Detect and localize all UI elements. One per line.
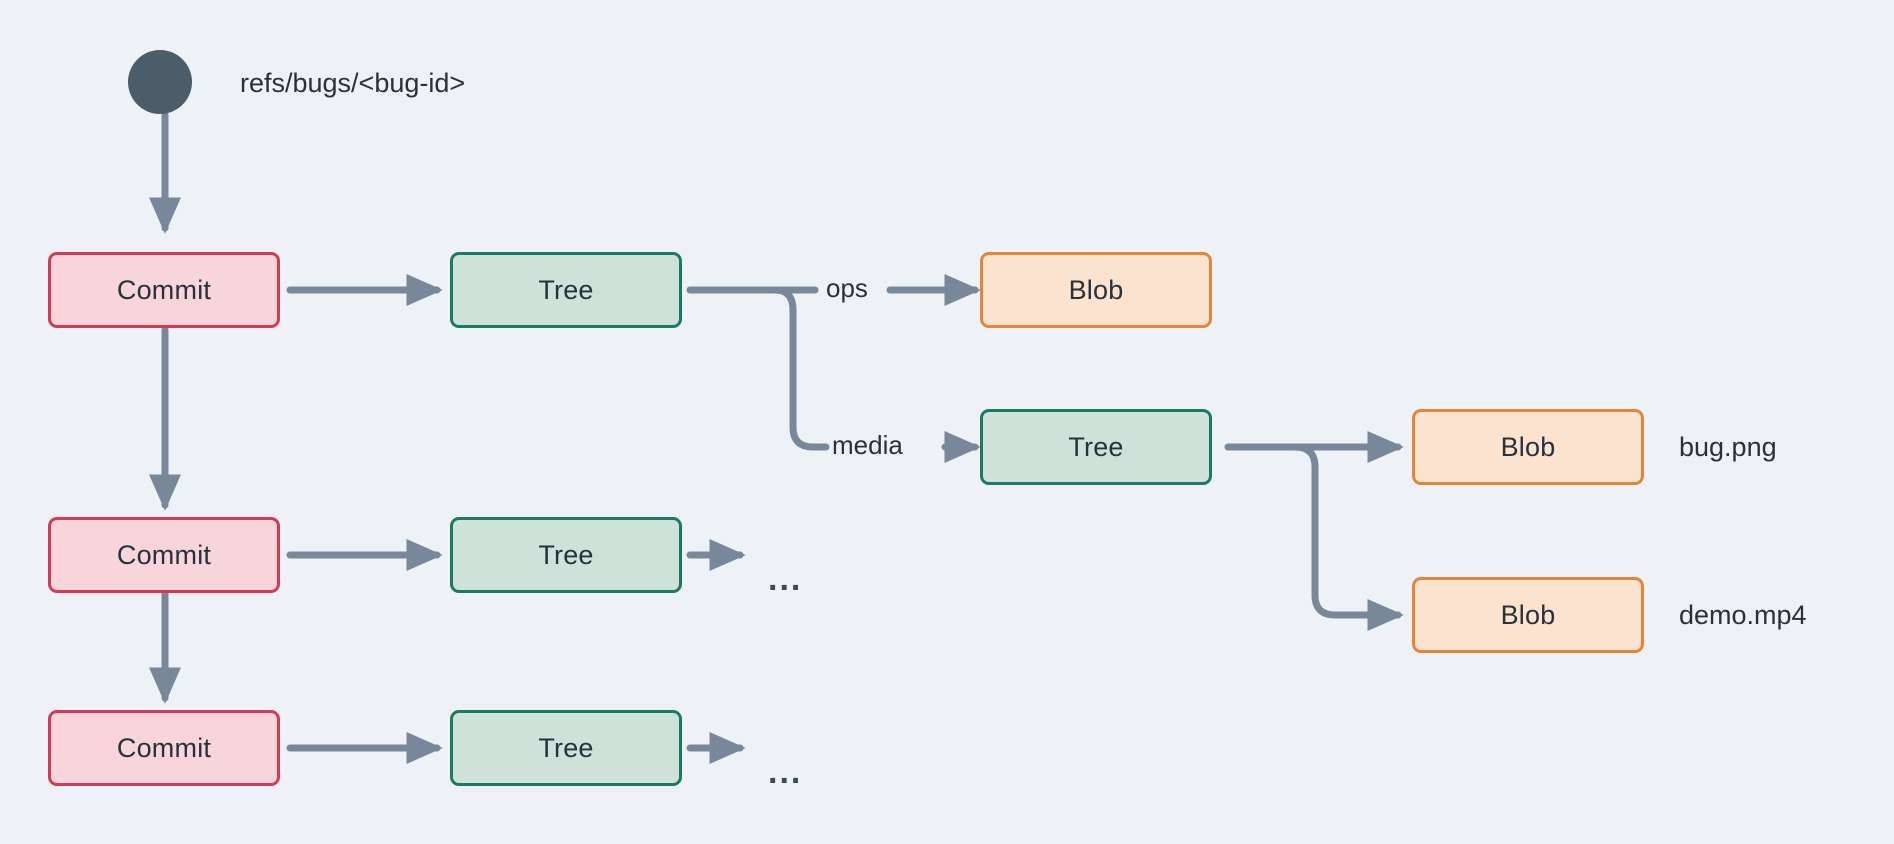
node-commit-3[interactable]: Commit (48, 710, 280, 786)
ellipsis-tree-3: ... (768, 753, 803, 791)
node-commit-1[interactable]: Commit (48, 252, 280, 328)
node-tree-media[interactable]: Tree (980, 409, 1212, 485)
node-commit-2[interactable]: Commit (48, 517, 280, 593)
node-blob-demo-mp4[interactable]: Blob (1412, 577, 1644, 653)
node-tree-root-2[interactable]: Tree (450, 517, 682, 593)
edge-label-ops: ops (826, 273, 868, 303)
node-tree-root-3[interactable]: Tree (450, 710, 682, 786)
edge-mediatree-to-blob-demomp4 (1291, 443, 1404, 632)
ellipsis-tree-2: ... (768, 560, 803, 598)
file-label-demo-mp4: demo.mp4 (1679, 600, 1807, 630)
ref-label: refs/bugs/<bug-id> (240, 68, 466, 98)
edge-label-media: media (832, 430, 903, 460)
node-tree-root-1[interactable]: Tree (450, 252, 682, 328)
edge-tree1-split-media (771, 286, 830, 451)
ref-pointer-dot (128, 50, 192, 114)
file-label-bug-png: bug.png (1679, 432, 1777, 462)
node-blob-bug-png[interactable]: Blob (1412, 409, 1644, 485)
node-blob-ops[interactable]: Blob (980, 252, 1212, 328)
